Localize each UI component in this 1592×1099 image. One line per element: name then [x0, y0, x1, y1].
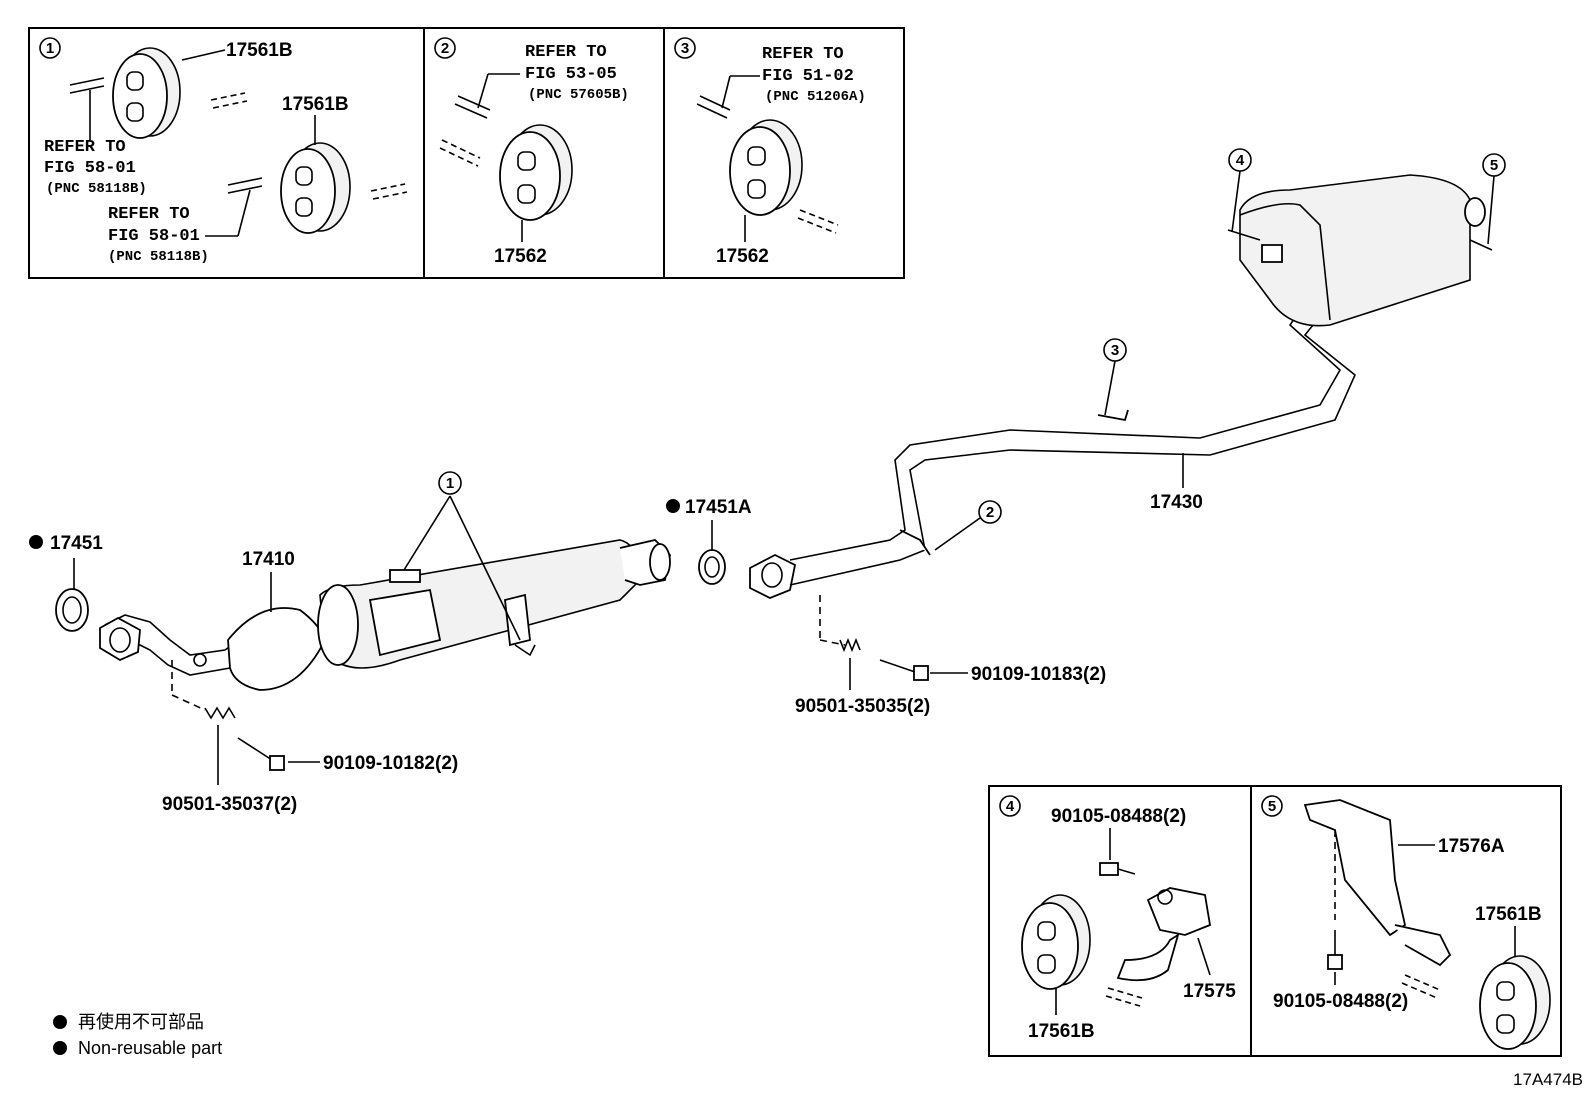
legend-en: Non-reusable part: [78, 1038, 222, 1058]
center-pipe-label: 17430: [1150, 492, 1203, 513]
box2-ref-line1: REFER TO: [525, 43, 607, 62]
box5-bolt-label: 90105-08488(2): [1273, 991, 1408, 1012]
box3-ref-line1: REFER TO: [762, 45, 844, 64]
callout-1-main: 1: [446, 475, 454, 492]
box4-hanger-label: 17561B: [1028, 1021, 1095, 1042]
ref-a-line2: FIG 58-01: [44, 159, 136, 178]
front-pipe-label: 17410: [242, 549, 295, 570]
callout-2-label: 2: [441, 40, 449, 57]
exhaust-bracket-icon: [1303, 799, 1452, 967]
callout-5-box: 5: [1268, 798, 1276, 815]
box2-ref-pnc: (PNC 57605B): [528, 87, 629, 103]
box4-bracket-label: 17575: [1183, 981, 1236, 1002]
rubber-hanger-icon: [69, 47, 248, 139]
bolt-icon: [879, 659, 929, 681]
rubber-hanger-icon: [729, 119, 803, 216]
legend: 再使用不可部品 Non-reusable part: [53, 1012, 222, 1058]
bolt-icon: [1099, 862, 1136, 876]
box2-ref-line2: FIG 53-05: [525, 65, 617, 84]
callout-1-label: 1: [46, 40, 54, 57]
box3-ref-line2: FIG 51-02: [762, 67, 854, 86]
box5-hanger-label: 17561B: [1475, 904, 1542, 925]
exhaust-bracket-icon: [1116, 887, 1212, 982]
part-number-17561b-mid: 17561B: [282, 94, 349, 115]
bolt-center-label: 90109-10183(2): [971, 664, 1106, 685]
ref-a-line1: REFER TO: [44, 138, 126, 157]
bolt-front-label: 90109-10182(2): [323, 753, 458, 774]
front-gasket: 17451: [29, 533, 103, 632]
detail-box-5: 5 17576A 90105-08488(2) 17561B: [1250, 785, 1562, 1057]
rubber-hanger-icon: [1479, 955, 1551, 1050]
legend-jp: 再使用不可部品: [78, 1012, 204, 1032]
callout-3-label: 3: [681, 40, 689, 57]
spring-center-label: 90501-35035(2): [795, 696, 930, 717]
detail-box-1: 1 17561B REFER TO FIG 58-01 (PNC 58118B)…: [28, 27, 425, 279]
ref-b-line1: REFER TO: [108, 205, 190, 224]
front-exhaust-pipe: [99, 539, 671, 691]
bolt-icon: [237, 737, 285, 771]
rubber-hanger-icon: [227, 142, 408, 234]
detail-box-3: 3 REFER TO FIG 51-02 (PNC 51206A) 17562: [663, 27, 905, 279]
ref-b-pnc: (PNC 58118B): [108, 249, 209, 265]
center-gasket: 17451A: [666, 497, 752, 585]
callout-3-main: 3: [1111, 342, 1119, 359]
part-number-17561b-top: 17561B: [226, 40, 293, 61]
detail-box-4: 4 90105-08488(2) 17575 17561B: [988, 785, 1252, 1057]
bolt-icon: [1327, 930, 1343, 970]
rubber-hanger-icon: [499, 124, 573, 221]
box4-bolt-label: 90105-08488(2): [1051, 806, 1186, 827]
box5-bracket-label: 17576A: [1438, 836, 1505, 857]
box3-ref-pnc: (PNC 51206A): [765, 89, 866, 105]
ref-b-line2: FIG 58-01: [108, 227, 200, 246]
part-number-17562-box2: 17562: [494, 246, 547, 267]
callout-5-main: 5: [1490, 157, 1498, 174]
spring-front-label: 90501-35037(2): [162, 794, 297, 815]
part-number-17562-box3: 17562: [716, 246, 769, 267]
compression-spring-icon: [204, 706, 236, 720]
center-exhaust-pipe: [749, 174, 1493, 599]
callout-2-main: 2: [986, 504, 994, 521]
rubber-hanger-icon: [1021, 894, 1091, 990]
gasket-center-label: 17451A: [685, 497, 752, 518]
gasket-front-label: 17451: [50, 533, 103, 554]
callout-4-box: 4: [1006, 798, 1015, 815]
ref-a-pnc: (PNC 58118B): [46, 181, 147, 197]
detail-box-2: 2 REFER TO FIG 53-05 (PNC 57605B) 17562: [423, 27, 665, 279]
compression-spring-icon: [839, 637, 861, 653]
figure-id: 17A474B: [1513, 1070, 1583, 1089]
callout-4-main: 4: [1236, 152, 1245, 169]
